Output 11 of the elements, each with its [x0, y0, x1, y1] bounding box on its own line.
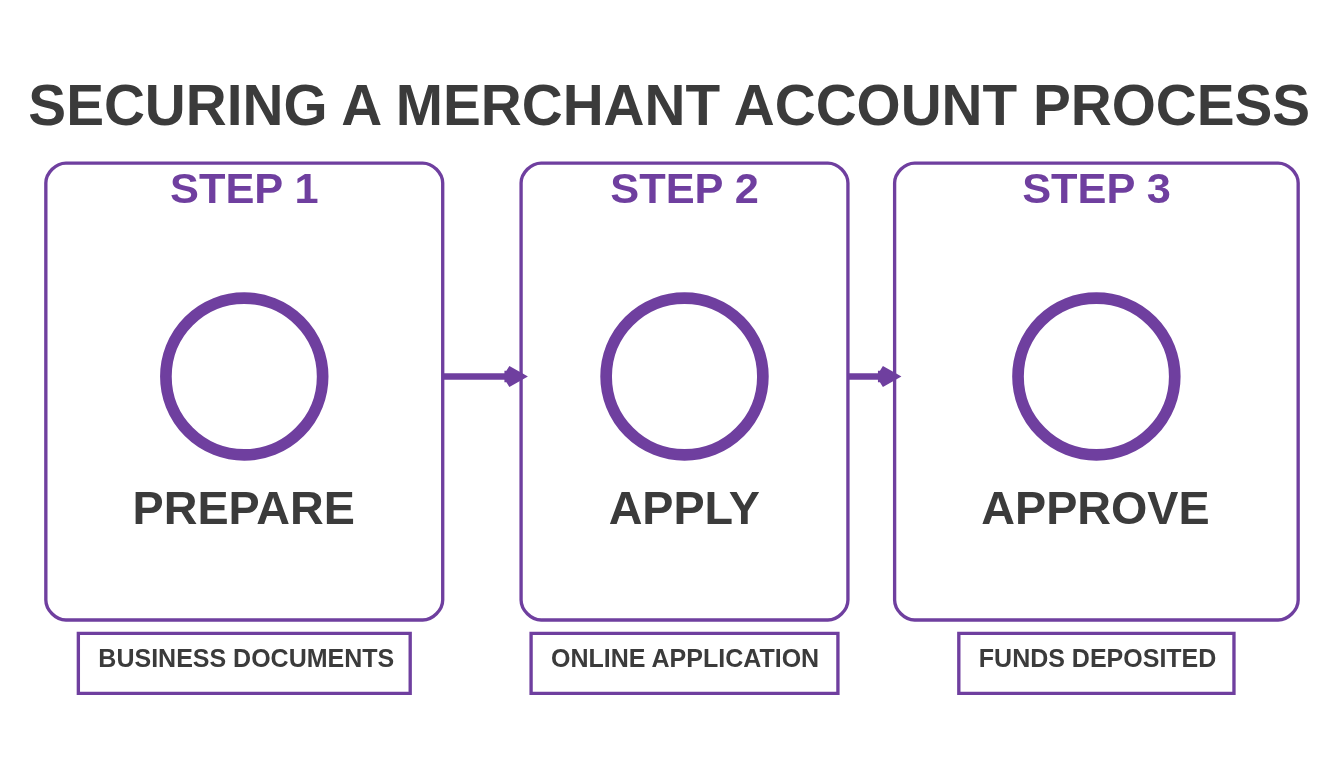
cluster: STEP 2 APPLY	[519, 161, 850, 622]
node-circle	[600, 292, 769, 461]
cluster: STEP 3 APPROVE	[892, 161, 1300, 622]
node-box: BUSINESS DOCUMENTS	[76, 631, 412, 695]
arrow	[442, 365, 525, 388]
diagram-title: SECURING A MERCHANT ACCOUNT PROCESS	[28, 74, 1311, 138]
node-circle	[1012, 292, 1181, 461]
cluster: STEP 1 PREPARE	[44, 161, 445, 622]
node-box: ONLINE APPLICATION	[529, 631, 840, 695]
node-box: FUNDS DEPOSITED	[957, 631, 1236, 695]
node-circle	[160, 292, 329, 461]
